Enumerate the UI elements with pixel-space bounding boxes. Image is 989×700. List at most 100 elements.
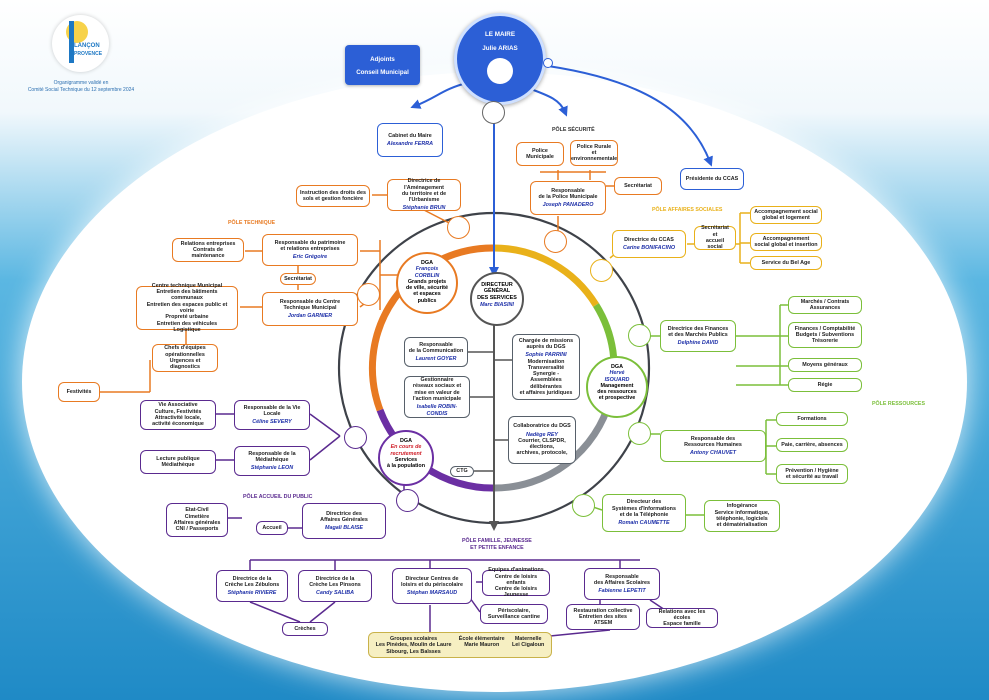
scolaires-box: Responsable des Affaires Scolaires Fabie… (584, 568, 660, 600)
periscolaire-box: Périscolaire, Surveillance cantine (480, 604, 548, 624)
node-circle (543, 58, 553, 68)
maire-title: LE MAIRE (484, 31, 516, 38)
mediatheque-name: Stéphanie LEON (250, 465, 294, 472)
logo-text-1: LANÇON (74, 43, 100, 49)
adjoints-label: Adjoints (370, 56, 395, 63)
marches-box: Marchés / Contrats Assurances (788, 296, 862, 314)
accueil-box: Accueil (256, 521, 288, 535)
finances-dir-title: Directrice des Finances et des Marchés P… (667, 325, 729, 338)
communication-title: Responsable de la Communication (408, 341, 464, 354)
finances-dir-box: Directrice des Finances et des Marchés P… (660, 320, 736, 352)
technique-secretariat-label: Secrétariat (284, 275, 312, 282)
dga-corblin-circle: DGA François CORBLIN Grands projets de v… (396, 252, 458, 314)
loisirs-box: Directeur Centres de loisirs et du péris… (392, 568, 472, 604)
cabinet-name: Alexandre FERRA (386, 141, 434, 147)
gestionnaire-box: Gestionnaire réseaux sociaux et mise en … (404, 376, 470, 418)
equipes-label: Equipes d'animations Centre de loisirs e… (488, 567, 544, 599)
ecole-name: Marie Mauron (464, 642, 500, 649)
moyens-box: Moyens généraux (788, 358, 862, 372)
maternelle-col: Maternelle Lei Cigaloun (512, 636, 544, 649)
dga-corblin-desc: Grands projets de ville, sécurité et esp… (406, 278, 448, 304)
festivites-box: Festivités (58, 382, 100, 402)
infogerance-label: Infogérance Service informatique, téléph… (714, 503, 770, 529)
maire-logo (487, 58, 513, 84)
scolaires-title: Responsable des Affaires Scolaires (593, 573, 651, 586)
adjoints-box: Adjoints Conseil Municipal (345, 45, 420, 85)
etat-civil-label: Etat-Civil Cimetière Affaires générales … (173, 507, 221, 533)
ccas-name: Carine BONIFACINO (622, 245, 676, 251)
police-rurale-box: Police Rurale et environnementale (570, 140, 618, 166)
logo-bar (69, 21, 74, 63)
finances-label: Finances / Comptabilité Budgets / Subven… (794, 325, 856, 345)
mediatheque-title: Responsable de la Médiathèque (248, 450, 296, 463)
node-circle (628, 324, 651, 347)
ccas-box: Directrice du CCAS Carine BONIFACINO (612, 230, 686, 258)
acc2-label: Accompagnement social global et insertio… (754, 235, 818, 248)
node-circle (357, 283, 380, 306)
vie-locale-name: Céline SEVERY (252, 419, 292, 426)
node-circle (590, 259, 613, 282)
pole-affaires-sociales: PÔLE AFFAIRES SOCIALES (652, 207, 723, 213)
groupes-col: Groupes scolaires Les Pinèdes, Moulin de… (376, 636, 452, 655)
police-resp-box: Responsable de la Police Municipale Jose… (530, 181, 606, 215)
ctg-box: CTG (450, 466, 474, 477)
missions-title: Chargée de missions auprès du DGS (518, 337, 574, 350)
collab-desc: Courrier, CLSPDR, élections, archives, p… (516, 437, 568, 457)
bel-age-box: Service du Bel Age (750, 256, 822, 270)
formations-box: Formations (776, 412, 848, 426)
communication-name: Laurent GOYER (415, 356, 457, 363)
patrimoine-name: Eric Grégoire (292, 254, 328, 261)
accueil-label: Accueil (262, 524, 282, 531)
gestionnaire-name: Isabelle ROBIN-CONDIS (416, 404, 458, 417)
chefs-box: Chefs d'équipes opérationnelles Urgences… (152, 344, 218, 372)
pole-ressources: PÔLE RESSOURCES (872, 401, 925, 407)
moyens-label: Moyens généraux (802, 361, 848, 368)
centre-tasks-label: Centre technique Municipal Entretien des… (146, 282, 228, 333)
relations-ecoles-label: Relations avec les écoles Espace famille (658, 608, 706, 628)
creche2-name: Candy SALIBA (315, 590, 355, 597)
patrimoine-box: Responsable du patrimoine et relations e… (262, 234, 358, 266)
dgs-name: Marc BIASINI (480, 301, 514, 308)
dga-recrut-desc: Services à la population (386, 456, 426, 470)
maire-name: Julie ARIAS (482, 45, 518, 52)
creche1-title: Directrice de la Crèche Les Zébulons (224, 575, 280, 588)
etat-civil-box: Etat-Civil Cimetière Affaires générales … (166, 503, 228, 537)
relations-box: Relations entreprises Contrats de mainte… (172, 238, 244, 262)
police-rurale-label: Police Rurale et environnementale (570, 143, 618, 163)
dga-corblin-name: François CORBLIN (414, 266, 440, 279)
dga-isouard-name: Hervé ISOUARD (604, 370, 630, 383)
maternelle-title: Maternelle (514, 636, 542, 642)
pole-securite: PÔLE SÉCURITÉ (552, 127, 595, 133)
missions-desc: Modernisation Transversalité Synergie - … (519, 358, 573, 397)
ccas-president-box: Présidente du CCAS (680, 168, 744, 190)
rh-box: Responsable des Ressources Humaines Anto… (660, 430, 766, 462)
acc1-label: Accompagnement social global et logement (754, 208, 818, 221)
creche1-box: Directrice de la Crèche Les Zébulons Sté… (216, 570, 288, 602)
si-box: Directeur des Systèmes d'Informations et… (602, 494, 686, 532)
rh-name: Antony CHAUVET (689, 450, 737, 457)
bel-age-label: Service du Bel Age (761, 259, 811, 266)
logo-text-2: PROVENCE (74, 51, 103, 57)
marches-label: Marchés / Contrats Assurances (800, 298, 850, 311)
node-circle (396, 489, 419, 512)
missions-name: Sophie PARRINI (525, 352, 567, 359)
secretariat-social-box: Secrétariat et accueil social (694, 225, 736, 250)
collab-name: Nadège REY (525, 431, 559, 438)
ecoles-box: Groupes scolaires Les Pinèdes, Moulin de… (368, 632, 552, 658)
finances-box: Finances / Comptabilité Budgets / Subven… (788, 322, 862, 348)
pole-famille: PÔLE FAMILLE, JEUNESSE ET PETITE ENFANCE (462, 538, 532, 551)
restauration-label: Restauration collective Entretien des si… (573, 607, 633, 627)
missions-box: Chargée de missions auprès du DGS Sophie… (512, 334, 580, 400)
affaires-generales-title: Directrice des Affaires Générales (320, 510, 368, 523)
centre-tasks-box: Centre technique Municipal Entretien des… (136, 282, 238, 333)
si-title: Directeur des Systèmes d'Informations et… (612, 499, 676, 518)
dga-recrut-circle: DGA En cours de recrutement Services à l… (378, 430, 434, 486)
groupes-list: Les Pinèdes, Moulin de Laure Sibourg, Le… (375, 642, 452, 655)
collab-box: Collaboratrice du DGS Nadège REY Courrie… (508, 416, 576, 464)
maternelle-name: Lei Cigaloun (511, 642, 545, 649)
creche1-name: Stéphanie RIVIERE (227, 590, 277, 597)
restauration-box: Restauration collective Entretien des si… (566, 604, 640, 630)
acc1-box: Accompagnement social global et logement (750, 206, 822, 224)
formations-label: Formations (797, 415, 827, 422)
